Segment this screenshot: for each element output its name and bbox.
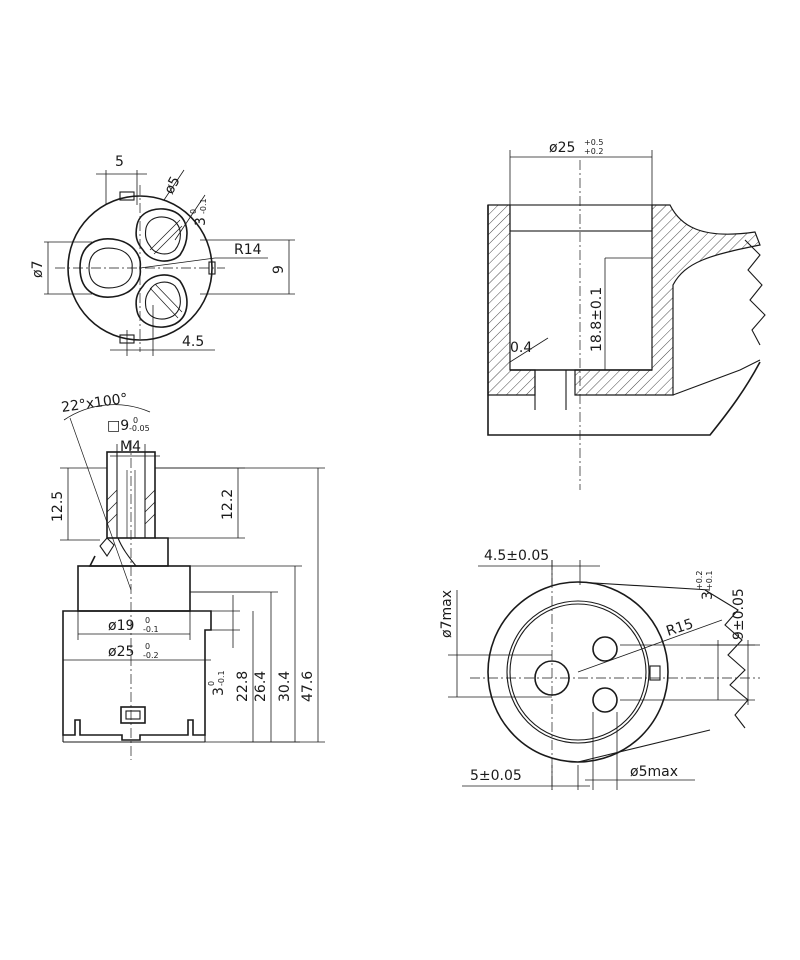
side-view-dim-30-4: 30.4 bbox=[277, 671, 293, 702]
seat-view-dim-3-lower: +0.1 bbox=[705, 571, 714, 590]
seat-view-dim-3-upper: +0.2 bbox=[695, 571, 704, 590]
side-view-dim-square-lower: -0.05 bbox=[129, 424, 150, 433]
side-view-dim-d25-upper: 0 bbox=[145, 642, 150, 651]
side-view-dim-square: □9 bbox=[107, 418, 129, 434]
top-view-dim-hole-left: ø7 bbox=[30, 261, 46, 278]
side-view-dim-3: 3 bbox=[211, 687, 227, 696]
top-view-dim-hole-dia: ø5 bbox=[161, 174, 183, 197]
section-view-left-wall bbox=[487, 204, 536, 396]
top-view-dim-4-5: 4.5 bbox=[182, 334, 204, 350]
top-view-dim-depth-upper: 0 bbox=[189, 209, 198, 214]
side-view-dim-d19: ø19 bbox=[108, 618, 134, 634]
seat-view-key bbox=[649, 665, 661, 681]
side-view-dim-22-8: 22.8 bbox=[235, 671, 251, 702]
seat-view-dim-9: 9±0.05 bbox=[731, 588, 747, 640]
top-view-dim-radius: R14 bbox=[234, 242, 262, 258]
section-view-dim-d25-upper: +0.5 bbox=[584, 138, 603, 147]
section-view-right-wall bbox=[574, 204, 761, 396]
seat-view: 4.5±0.05 ø7max R15 3 +0.2 +0.1 9±0.05 5±… bbox=[439, 548, 760, 790]
side-view-dim-12-5: 12.5 bbox=[50, 491, 66, 522]
seat-view-dim-5: 5±0.05 bbox=[470, 768, 522, 784]
top-view: 5 ø5 3 0 -0.1 ø7 R14 9 4.5 bbox=[30, 154, 295, 356]
side-view-slot bbox=[120, 706, 146, 724]
top-view-dim-5: 5 bbox=[115, 154, 124, 170]
section-view-dim-d25: ø25 bbox=[549, 140, 575, 156]
side-view-dim-3-lower: -0.1 bbox=[217, 670, 226, 686]
section-view-dim-0-4: 0.4 bbox=[510, 340, 532, 356]
side-view-dim-chamfer: 22°x100° bbox=[60, 391, 128, 416]
top-view-tab-top bbox=[119, 191, 135, 201]
seat-view-dim-4-5: 4.5±0.05 bbox=[484, 548, 549, 564]
seat-view-dim-d7max: ø7max bbox=[439, 590, 455, 638]
side-view-lower-body bbox=[62, 610, 212, 741]
top-view-dim-depth: 3 bbox=[193, 217, 209, 226]
side-view-dim-d25-lower: -0.2 bbox=[143, 651, 159, 660]
side-view-dim-square-upper: 0 bbox=[133, 416, 138, 425]
top-view-dim-depth-lower: -0.1 bbox=[199, 198, 208, 214]
top-view-hole-lower bbox=[135, 274, 188, 328]
section-view: ø25 +0.5 +0.2 18.8±0.1 0.4 bbox=[487, 138, 766, 490]
seat-view-inner-circle bbox=[506, 600, 650, 744]
top-view-hole-upper bbox=[135, 208, 188, 262]
side-view-dim-3-upper: 0 bbox=[207, 681, 216, 686]
seat-view-dim-r15: R15 bbox=[664, 616, 695, 640]
side-view-dim-26-4: 26.4 bbox=[253, 671, 269, 702]
seat-view-port-lower bbox=[592, 687, 618, 713]
top-view-dim-9: 9 bbox=[271, 265, 287, 274]
side-view-dim-47-6: 47.6 bbox=[300, 671, 316, 702]
seat-view-dim-3: 3 bbox=[700, 591, 716, 600]
side-view-dim-d25: ø25 bbox=[108, 644, 134, 660]
side-view-dim-12-2: 12.2 bbox=[220, 489, 236, 520]
seat-view-port-upper bbox=[592, 636, 618, 662]
seat-view-dim-d5max: ø5max bbox=[630, 764, 678, 780]
side-view-upper-body bbox=[77, 565, 191, 612]
section-view-dim-18-8: 18.8±0.1 bbox=[589, 287, 605, 352]
side-view-dim-d19-lower: -0.1 bbox=[143, 625, 159, 634]
side-view-dim-d19-upper: 0 bbox=[145, 616, 150, 625]
side-view-dim-thread: M4 bbox=[120, 439, 141, 455]
section-view-dim-d25-lower: +0.2 bbox=[584, 147, 603, 156]
side-view: 22°x100° □9 0 -0.05 M4 12.5 12.2 ø19 0 -… bbox=[50, 391, 325, 760]
